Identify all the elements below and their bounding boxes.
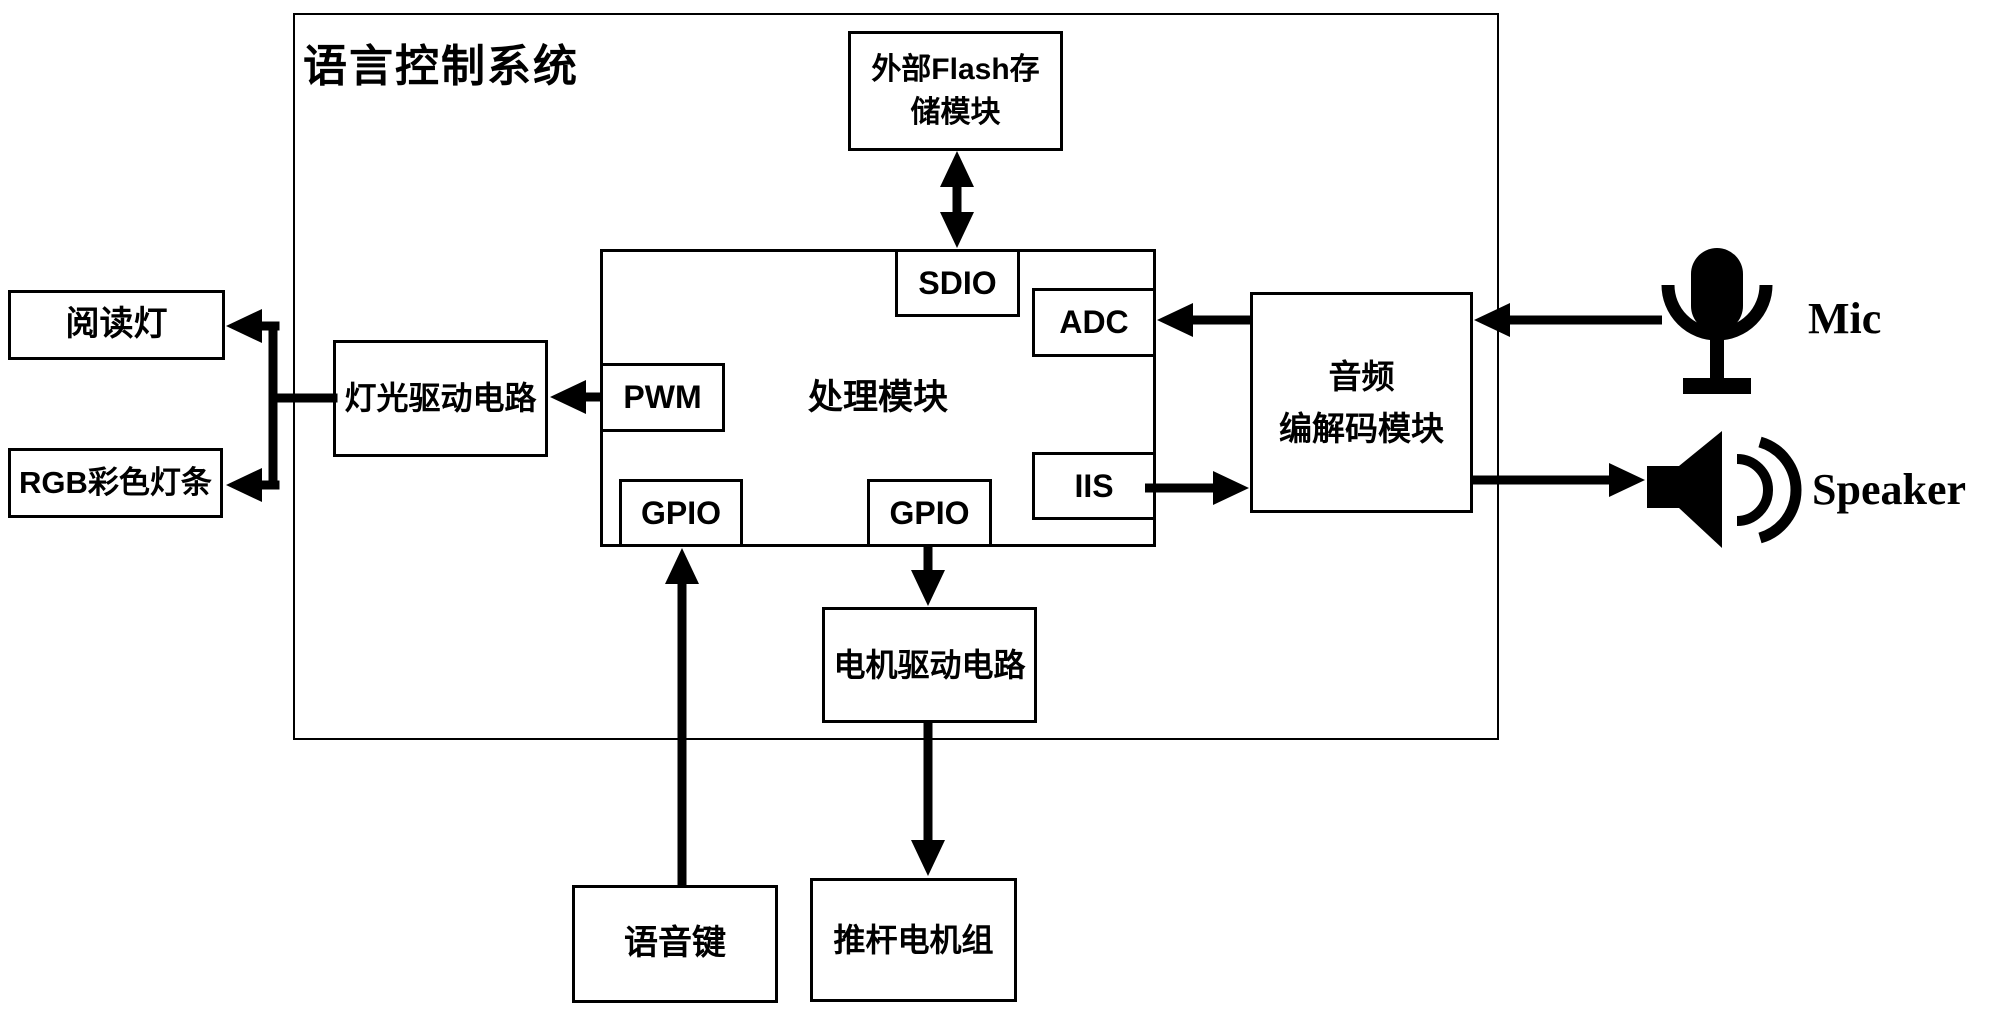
block-adc: ADC — [1032, 288, 1156, 357]
block-external-flash: 外部Flash存 储模块 — [848, 31, 1063, 151]
block-voice-key: 语音键 — [572, 885, 778, 1003]
block-sdio: SDIO — [895, 249, 1020, 317]
diagram-title: 语言控制系统 — [303, 42, 579, 91]
block-rgb-strip: RGB彩色灯条 — [8, 448, 223, 518]
block-push-rod-motor: 推杆电机组 — [810, 878, 1017, 1002]
arrow-motor-driver-to-pushrod — [911, 723, 945, 876]
speaker-icon — [1647, 431, 1802, 548]
speaker-label: Speaker — [1812, 465, 1966, 514]
arrow-mic-to-codec — [1474, 303, 1662, 337]
block-light-driver: 灯光驱动电路 — [333, 340, 548, 457]
block-audio-codec: 音频 编解码模块 — [1250, 292, 1473, 513]
block-pwm: PWM — [600, 363, 725, 432]
block-reading-light: 阅读灯 — [8, 290, 225, 360]
block-gpio-motor: GPIO — [867, 479, 992, 547]
block-motor-driver: 电机驱动电路 — [822, 607, 1037, 723]
block-gpio-voice: GPIO — [619, 479, 743, 547]
microphone-icon — [1661, 248, 1773, 394]
mic-label: Mic — [1808, 294, 1882, 343]
block-iis: IIS — [1032, 452, 1156, 520]
